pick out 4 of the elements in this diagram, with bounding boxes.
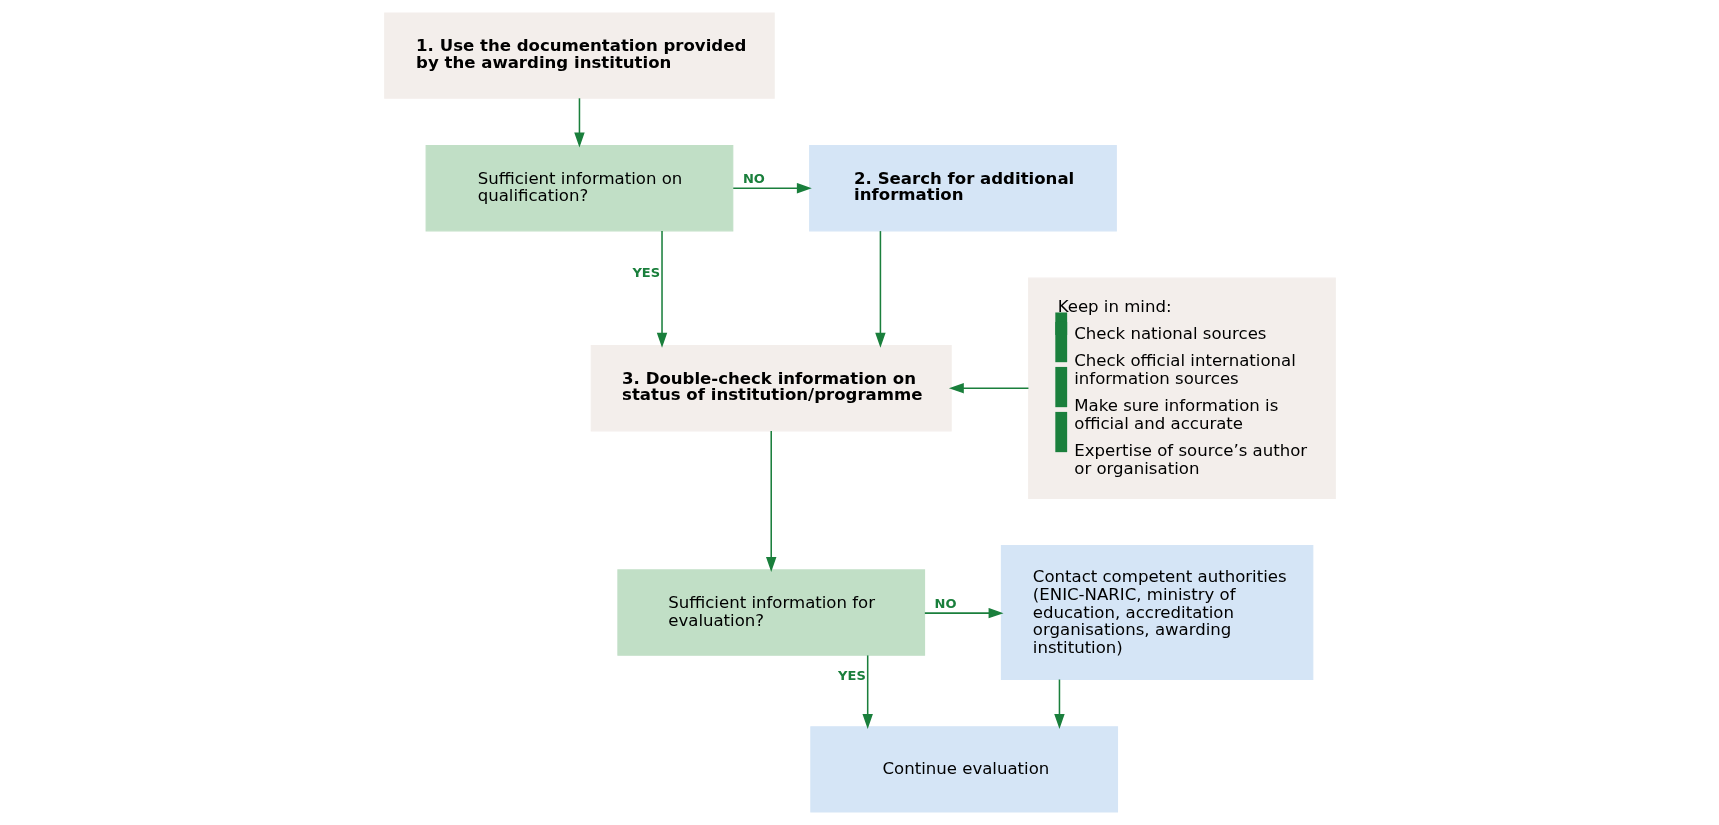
edge-label: YES — [837, 668, 866, 684]
edge-label: NO — [742, 171, 765, 187]
edge-label: YES — [631, 265, 660, 281]
edge-label: NO — [934, 596, 957, 612]
